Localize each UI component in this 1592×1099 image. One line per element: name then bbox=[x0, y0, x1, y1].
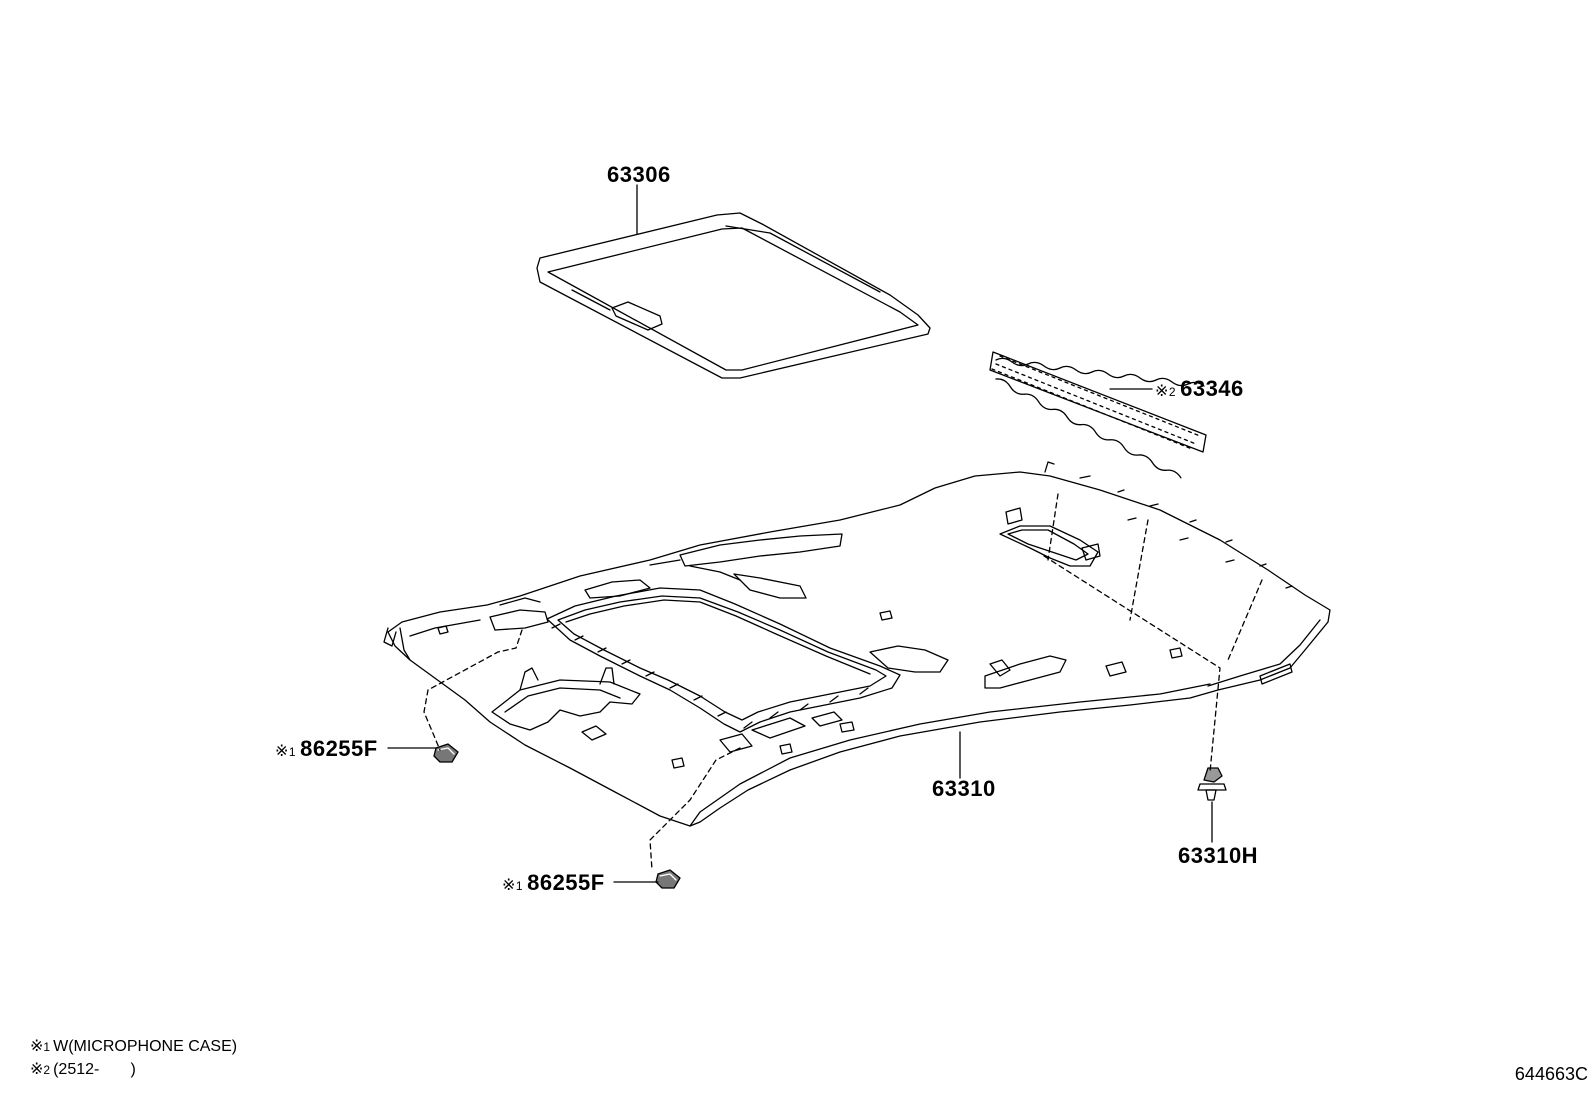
headliner bbox=[383, 461, 1331, 827]
clip-left bbox=[433, 743, 459, 763]
footnote-2: ※2(2512- ) bbox=[30, 1061, 136, 1078]
leader-lines bbox=[387, 731, 1213, 883]
roof-pad bbox=[989, 351, 1207, 479]
label-63306: 63306 bbox=[607, 162, 671, 187]
clip-bottom bbox=[655, 869, 681, 889]
clip-right bbox=[1197, 767, 1227, 801]
sunshade-panel bbox=[536, 184, 931, 379]
diagram-code: 644663C bbox=[1514, 1064, 1588, 1084]
label-63310: 63310 bbox=[932, 776, 996, 801]
assembly-lines bbox=[423, 493, 1263, 871]
label-63310H: 63310H bbox=[1178, 843, 1259, 868]
